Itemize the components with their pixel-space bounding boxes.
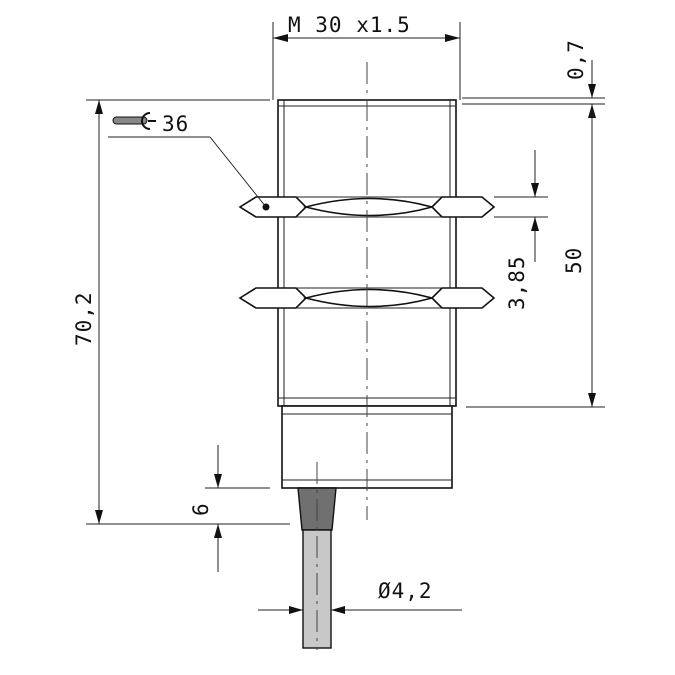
cable-diameter-label: Ø4,2: [378, 579, 433, 603]
cable-exit-dimension: 6: [189, 445, 270, 572]
thread-dimension: M 30 x1.5: [272, 13, 461, 100]
cable-exit-label: 6: [189, 502, 213, 516]
thread-length-label: 50: [562, 247, 586, 274]
overall-length-dimension: 70,2: [72, 99, 290, 525]
wrench-label: 36: [162, 112, 189, 136]
lower-nut: [238, 287, 496, 309]
collar-label: 0,7: [564, 39, 588, 80]
upper-nut: [238, 196, 496, 218]
wrench-callout: 36: [108, 112, 267, 208]
nut-label: 3,85: [505, 255, 529, 310]
thread-length-dimension: 50: [466, 104, 605, 408]
overall-length-label: 70,2: [72, 291, 96, 346]
thread-label: M 30 x1.5: [288, 13, 411, 37]
nut-dimension: 3,85: [494, 150, 548, 310]
wrench-icon: [112, 112, 156, 130]
collar-dimension: 0,7: [462, 39, 605, 118]
cable-diameter-dimension: Ø4,2: [258, 579, 462, 614]
